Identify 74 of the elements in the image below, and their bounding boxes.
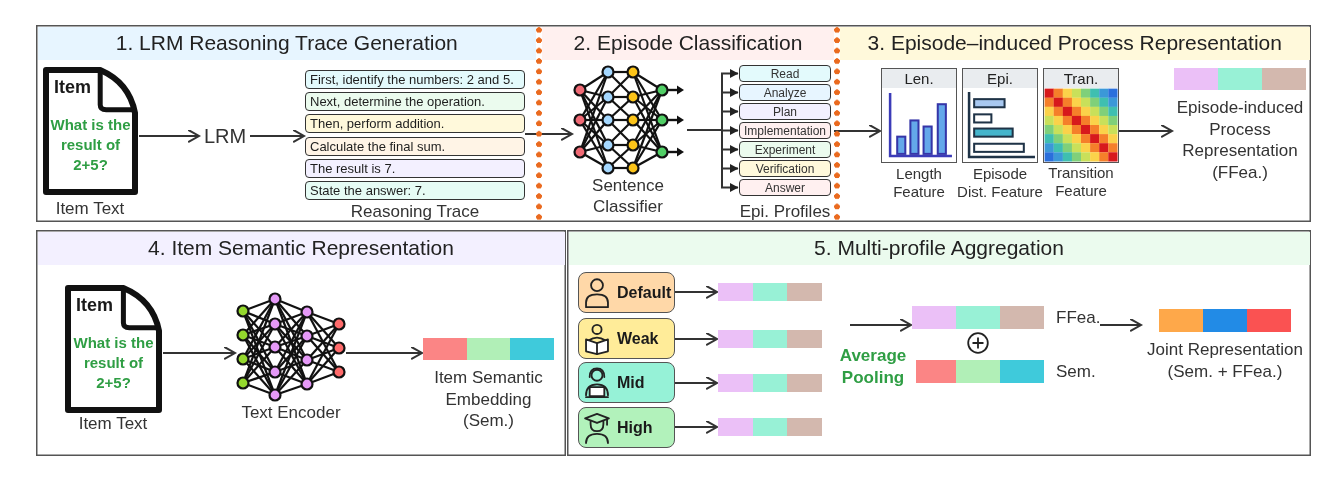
episode-tag: Implementation	[739, 122, 831, 139]
feature-card	[962, 68, 1038, 163]
neural-network-illustration	[236, 292, 346, 402]
node-label: FFea.	[1056, 307, 1101, 329]
card-heading: Len.	[882, 69, 956, 88]
node-label: Text Encoder	[240, 403, 342, 424]
profile-label: Default	[617, 283, 672, 302]
node-label: Sentence Classifier	[591, 176, 665, 218]
arrow	[345, 346, 423, 360]
node-label: Item Text	[77, 414, 149, 435]
node-label: Episode-induced Process Representation (FFea.)	[1175, 97, 1305, 183]
arrow	[674, 376, 718, 390]
card-heading: Tran.	[1044, 69, 1118, 88]
arrow	[1099, 318, 1142, 332]
node-label: Length Feature	[892, 165, 946, 202]
feature-card	[1043, 68, 1119, 163]
section-heading: 5. Multi-profile Aggregation	[568, 231, 1310, 265]
section-heading: 3. Episode–induced Process Representation	[840, 26, 1310, 60]
profile-card	[578, 272, 675, 313]
node-label: Sem.	[1056, 361, 1096, 383]
node-label: Reasoning Trace	[350, 201, 480, 222]
trace-step: The result is 7.	[305, 159, 525, 178]
profile-card	[578, 407, 675, 448]
section-panel	[536, 25, 834, 222]
section-heading: 2. Episode Classification	[542, 26, 834, 60]
feature-card	[881, 68, 957, 163]
embedding-bar	[718, 418, 822, 436]
profile-label: High	[617, 418, 653, 437]
document-title: Item	[54, 77, 91, 98]
trace-step: Next, determine the operation.	[305, 92, 525, 111]
episode-tag: Analyze	[739, 84, 831, 101]
section-panel	[834, 25, 1311, 222]
section-panel	[36, 25, 536, 222]
arrow	[524, 127, 573, 141]
arrow	[674, 285, 718, 299]
profile-label: Mid	[617, 373, 645, 392]
node-label: Joint Representation (Sem. + FFea.)	[1146, 339, 1304, 382]
section-panel	[567, 230, 1311, 456]
arrow	[249, 129, 305, 143]
node-label: Item Semantic Embedding (Sem.)	[433, 367, 544, 432]
trace-step: Then, perform addition.	[305, 114, 525, 133]
episode-tag: Plan	[739, 103, 831, 120]
arrow	[849, 318, 912, 332]
arrow	[674, 420, 718, 434]
arrow	[686, 129, 739, 192]
embedding-bar	[718, 330, 822, 348]
node-label: Epi. Profiles	[739, 201, 831, 222]
arrow	[162, 346, 236, 360]
profile-card	[578, 318, 675, 359]
section-heading: 1. LRM Reasoning Trace Generation	[37, 26, 536, 60]
trace-step: First, identify the numbers: 2 and 5.	[305, 70, 525, 89]
episode-tag: Read	[739, 65, 831, 82]
embedding-bar	[718, 374, 822, 392]
question-text: What is the result of 2+5?	[49, 115, 132, 175]
episode-tag: Verification	[739, 160, 831, 177]
trace-step: Calculate the final sum.	[305, 137, 525, 156]
section-panel	[36, 230, 566, 456]
node-label: Item Text	[54, 199, 126, 220]
arrow	[138, 129, 200, 143]
episode-tag: Experiment	[739, 141, 831, 158]
card-heading: Epi.	[963, 69, 1037, 88]
section-heading: 4. Item Semantic Representation	[37, 231, 565, 265]
episode-tag: Answer	[739, 179, 831, 196]
node-label: Episode Dist. Feature	[956, 165, 1044, 202]
arrow	[674, 332, 718, 346]
question-text: What is the result of 2+5?	[72, 333, 155, 393]
embedding-bar	[718, 283, 822, 301]
profile-label: Weak	[617, 329, 659, 348]
model-label: LRM	[200, 123, 250, 149]
profile-card	[578, 362, 675, 403]
arrow	[1118, 124, 1173, 138]
node-label: Transition Feature	[1047, 164, 1115, 201]
trace-step: State the answer: 7.	[305, 181, 525, 200]
document-title: Item	[76, 295, 113, 316]
